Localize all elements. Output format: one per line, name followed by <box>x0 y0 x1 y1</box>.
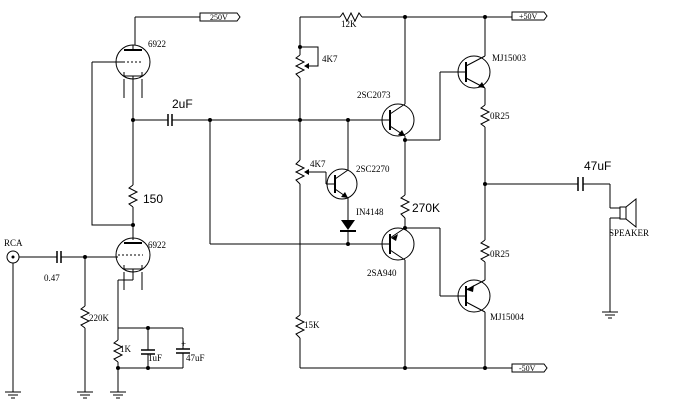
capacitor-1uf-label: 1uF <box>148 353 162 363</box>
resistor-220k-label: 220K <box>89 313 110 323</box>
trimmer-4k7-upper <box>294 54 306 79</box>
resistor-1k-label: 1K <box>120 344 132 354</box>
rail-250v: 250V <box>135 12 241 22</box>
resistor-15k <box>294 314 306 339</box>
tube-6922-lower <box>115 237 151 273</box>
resistor-150 <box>127 184 139 208</box>
rca-jack-icon <box>6 250 20 264</box>
speaker-icon <box>619 197 637 229</box>
trimmer-4k7-upper-label: 4K7 <box>322 54 338 64</box>
capacitor-0-47-label: 0.47 <box>44 273 60 283</box>
rca-label: RCA <box>4 238 23 248</box>
tube-6922-lower-label: 6922 <box>148 240 166 250</box>
ground-speaker <box>602 311 618 319</box>
transistor-mj15003 <box>457 55 491 89</box>
resistor-12k <box>339 11 363 23</box>
tube-6922-upper-label: 6922 <box>148 39 166 49</box>
rail-250v-label: 250V <box>210 13 228 22</box>
ground-cathode <box>110 391 126 399</box>
resistor-12k-label: 12K <box>341 19 357 29</box>
capacitor-47uf-cathode: + <box>176 339 190 354</box>
diode-in4148-label: IN4148 <box>356 207 384 217</box>
resistor-0r25-lower-label: 0R25 <box>490 249 510 259</box>
resistor-0r25-upper-label: 0R25 <box>490 111 510 121</box>
rail-minus-50v-label: -50V <box>519 364 536 373</box>
transistor-2sa940-label: 2SA940 <box>367 268 397 278</box>
rail-plus-50v: +50V <box>511 11 548 21</box>
capacitor-0-47 <box>56 251 62 263</box>
capacitor-47uf-output-label: 47uF <box>584 159 611 173</box>
capacitor-47uf-output <box>577 177 584 191</box>
transistor-2sc2073-label: 2SC2073 <box>357 90 391 100</box>
resistor-220k <box>79 305 91 329</box>
diode-in4148 <box>340 220 356 232</box>
resistor-0r25-upper <box>479 104 491 128</box>
rail-minus-50v: -50V <box>511 363 548 373</box>
rail-plus-50v-label: +50V <box>519 12 538 21</box>
svg-text:+: + <box>181 339 186 349</box>
resistor-0r25-lower <box>479 239 491 263</box>
resistor-15k-label: 15K <box>304 320 320 330</box>
speaker-label: SPEAKER <box>609 228 649 238</box>
capacitor-2uf <box>167 114 173 126</box>
transistor-mj15004 <box>457 279 491 313</box>
transistor-mj15004-label: MJ15004 <box>490 312 525 322</box>
ground-grid <box>77 391 93 399</box>
capacitor-2uf-label: 2uF <box>172 97 193 111</box>
capacitor-47uf-cathode-label: 47uF <box>186 353 205 363</box>
ground-rca <box>5 391 21 399</box>
resistor-270k <box>399 194 411 219</box>
resistor-1k <box>112 339 124 363</box>
transistor-mj15003-label: MJ15003 <box>492 53 527 63</box>
trimmer-4k7-bias <box>294 159 306 185</box>
transistor-2sc2270 <box>325 168 358 200</box>
resistor-270k-label: 270K <box>412 201 440 215</box>
trimmer-4k7-bias-label: 4K7 <box>310 159 326 169</box>
transistor-2sc2270-label: 2SC2270 <box>356 164 390 174</box>
resistor-150-label: 150 <box>143 192 163 206</box>
